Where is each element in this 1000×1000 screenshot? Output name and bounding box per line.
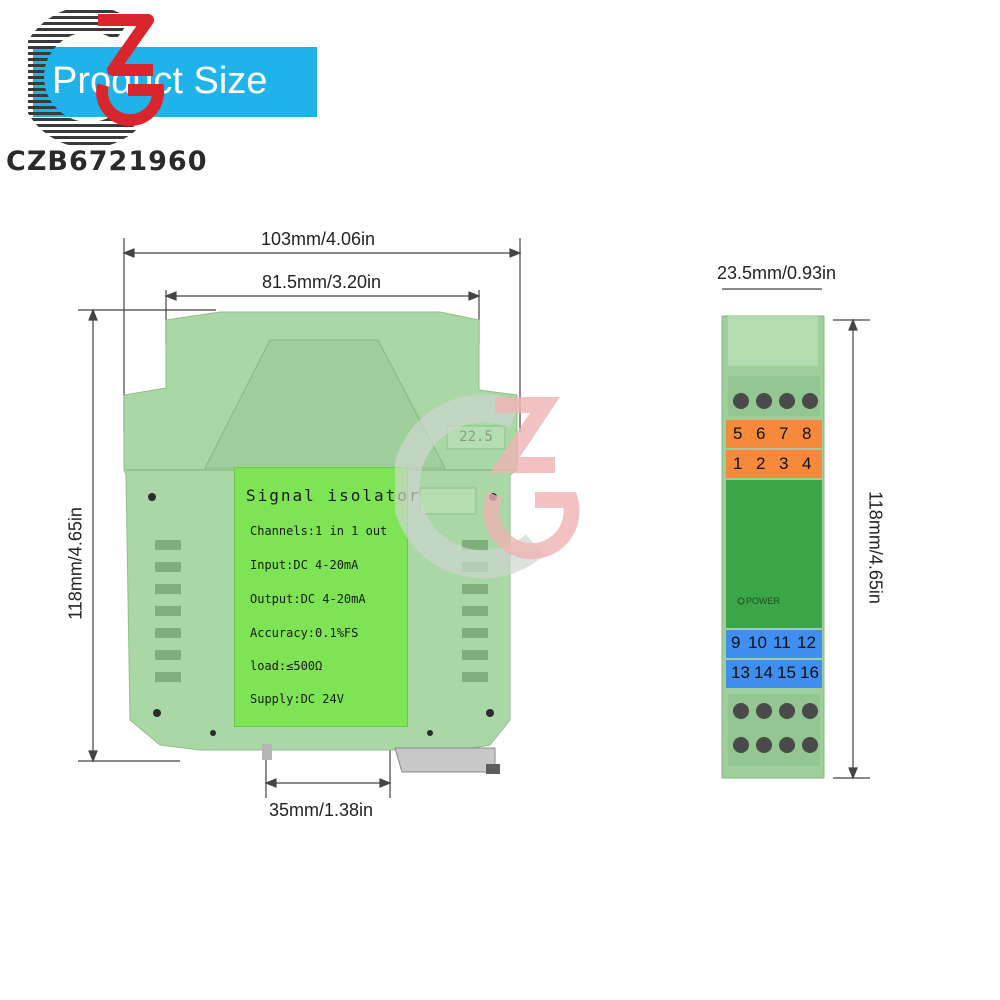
terminal-number: 5 [733, 424, 743, 443]
label-line: Channels:1 in 1 out [250, 524, 388, 538]
terminal-number: 15 [777, 663, 796, 682]
terminal-number: 2 [756, 454, 766, 473]
overall-width-dimension: 103mm/4.06in [261, 229, 376, 249]
label-title: Signal isolator [246, 486, 421, 505]
power-indicator-label: POWER [746, 596, 781, 606]
terminal-number: 10 [748, 633, 767, 652]
terminal-number: 1 [733, 454, 743, 473]
terminal-number: 8 [802, 424, 812, 443]
terminal-number: 6 [756, 424, 766, 443]
title-banner [33, 47, 317, 117]
side-width-dimension: 23.5mm/0.93in [717, 263, 837, 283]
body-width-dimension: 81.5mm/3.20in [262, 272, 382, 292]
terminal-number: 3 [779, 454, 789, 473]
terminal-number: 16 [800, 663, 819, 682]
terminal-number: 11 [773, 633, 791, 652]
label-line: Supply:DC 24V [250, 692, 344, 706]
terminal-number: 9 [731, 633, 741, 652]
brand-name: CZB6721960 [6, 146, 208, 177]
brand-logo [28, 10, 165, 145]
label-line: Input:DC 4-20mA [250, 558, 359, 572]
watermark-logo [395, 394, 580, 579]
label-line: Accuracy:0.1%FS [250, 626, 359, 640]
terminal-number: 14 [754, 663, 773, 682]
label-line: Output:DC 4-20mA [250, 592, 366, 606]
label-line: load:≤500Ω [250, 659, 323, 673]
terminal-number: 13 [731, 663, 750, 682]
terminal-number: 4 [802, 454, 812, 473]
terminal-number: 12 [797, 633, 816, 652]
side-height-dimension: 118mm/4.65in [865, 491, 886, 604]
terminal-number: 7 [779, 424, 789, 443]
product-label [234, 467, 408, 727]
size-code: 22.5 [459, 429, 493, 445]
rail-width-dimension: 35mm/1.38in [269, 800, 374, 820]
